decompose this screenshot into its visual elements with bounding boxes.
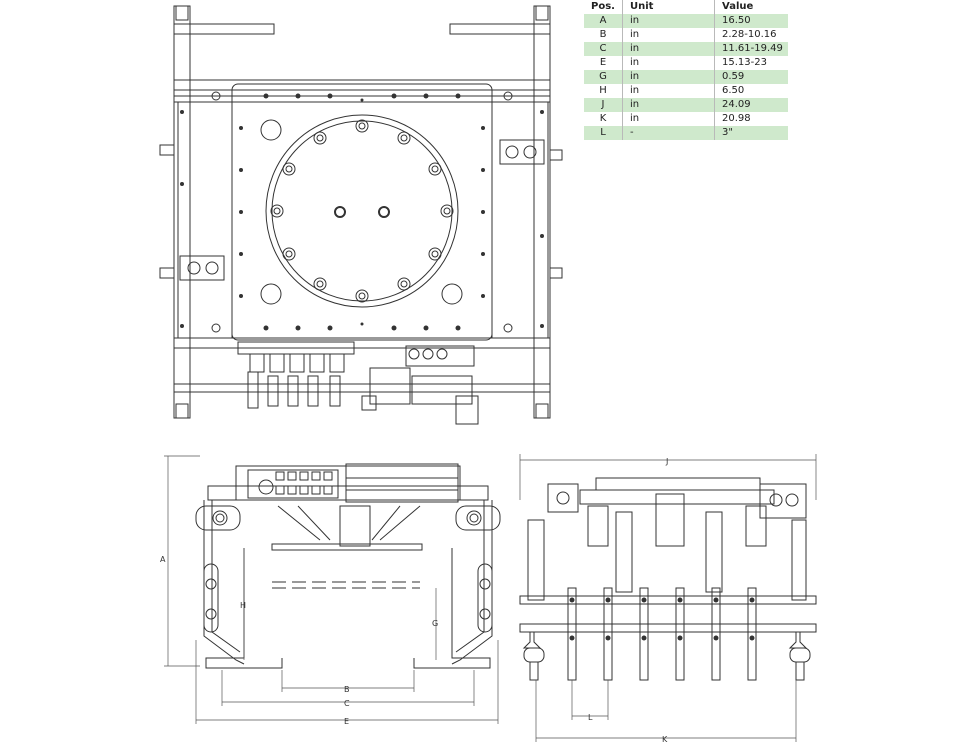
dimension-label-c: C <box>344 699 350 708</box>
row-value: 6.50 <box>714 84 788 98</box>
row-pos: G <box>599 71 607 82</box>
dimension-label-k: K <box>662 735 668 744</box>
dimension-label-j: J <box>665 457 668 466</box>
row-value: 20.98 <box>714 112 788 126</box>
dimension-label-b: B <box>344 685 350 694</box>
top-view <box>159 5 563 425</box>
row-value: 3" <box>714 126 788 140</box>
row-value: 24.09 <box>714 98 788 112</box>
row-unit: in <box>622 42 714 56</box>
row-value: 15.13-23 <box>714 56 788 70</box>
dimension-label-e: E <box>344 717 349 726</box>
dimension-label-a: A <box>160 555 166 564</box>
header-pos: Pos. <box>591 1 615 12</box>
row-unit: in <box>622 56 714 70</box>
row-unit: - <box>622 126 714 140</box>
row-unit: in <box>622 112 714 126</box>
row-pos: E <box>599 57 607 68</box>
row-pos: A <box>599 15 607 26</box>
front-view <box>164 455 501 724</box>
row-pos: H <box>599 85 607 96</box>
dimension-label-l: L <box>588 713 593 722</box>
row-unit: in <box>622 28 714 42</box>
row-value: 11.61-19.49 <box>714 42 788 56</box>
dimension-label-g: G <box>432 619 438 628</box>
spec-table-header: Pos. Unit Value <box>584 0 788 14</box>
dimension-label-h: H <box>240 601 246 610</box>
row-value: 2.28-10.16 <box>714 28 788 42</box>
row-pos: K <box>599 113 607 124</box>
row-pos: J <box>601 99 605 110</box>
header-value: Value <box>714 0 788 14</box>
header-unit: Unit <box>622 0 714 14</box>
row-pos: C <box>599 43 607 54</box>
side-view <box>519 454 817 742</box>
row-value: 0.59 <box>714 70 788 84</box>
row-value: 16.50 <box>714 14 788 28</box>
row-unit: in <box>622 14 714 28</box>
table-row: L -3" <box>584 126 788 140</box>
row-unit: in <box>622 70 714 84</box>
row-unit: in <box>622 84 714 98</box>
row-unit: in <box>622 98 714 112</box>
row-pos: L <box>600 127 606 138</box>
row-pos: B <box>599 29 607 40</box>
